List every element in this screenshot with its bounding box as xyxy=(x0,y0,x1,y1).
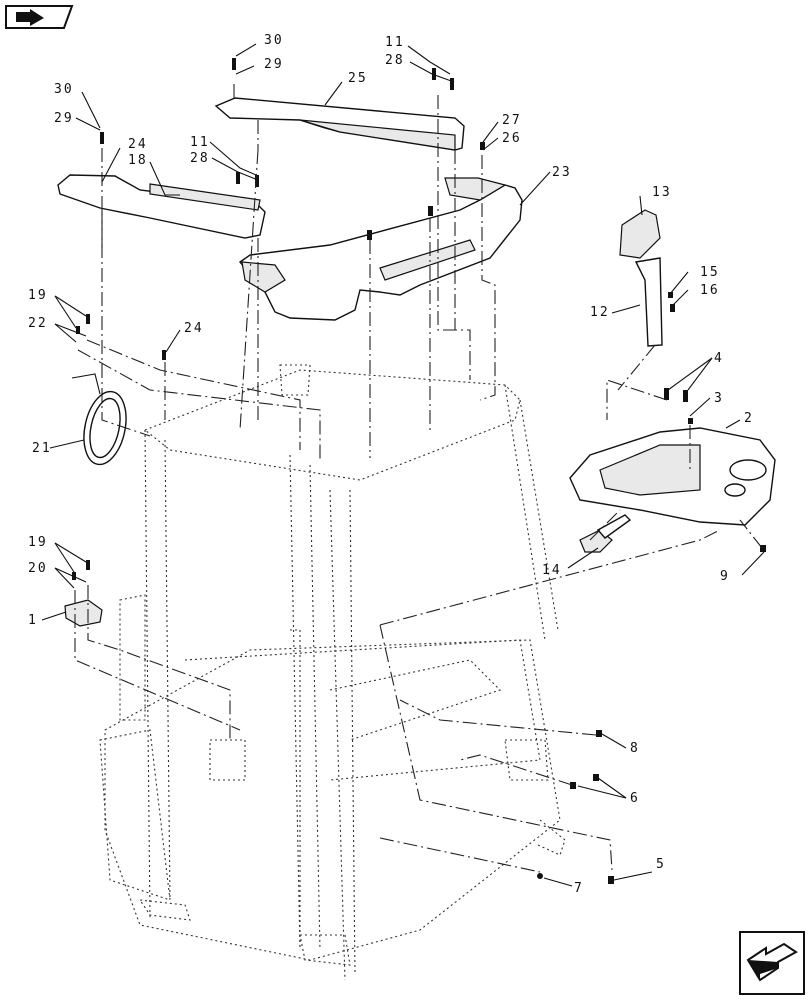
callout-11-mid: 11 xyxy=(190,135,210,150)
part-1-switch xyxy=(64,599,103,627)
callout-19-lower: 19 xyxy=(28,535,48,550)
callout-14: 14 xyxy=(542,563,562,578)
part-23-top-bumper xyxy=(238,177,523,321)
callout-3: 3 xyxy=(714,391,724,406)
callout-24-mid: 24 xyxy=(184,321,204,336)
fasteners xyxy=(72,58,766,884)
callout-24-left: 24 xyxy=(128,137,148,152)
part-21-mirror xyxy=(71,373,127,466)
callout-1: 1 xyxy=(28,613,38,628)
callout-30-top: 30 xyxy=(264,33,284,48)
callout-13: 13 xyxy=(652,185,672,200)
part-25-trim xyxy=(214,97,465,151)
part-2-console-tray xyxy=(569,427,776,526)
callout-8: 8 xyxy=(630,741,640,756)
part-13-armrest-pad xyxy=(619,209,661,259)
callout-16: 16 xyxy=(700,283,720,298)
callout-30-left: 30 xyxy=(54,82,74,97)
next-page-button[interactable] xyxy=(738,930,806,996)
callout-11-top: 11 xyxy=(385,35,405,50)
callout-23: 23 xyxy=(552,165,572,180)
callout-15: 15 xyxy=(700,265,720,280)
leader-lines xyxy=(41,43,765,887)
callout-12: 12 xyxy=(590,305,610,320)
callout-5: 5 xyxy=(656,857,666,872)
callout-6: 6 xyxy=(630,791,640,806)
callout-29-top: 29 xyxy=(264,57,284,72)
next-page-arrow-icon xyxy=(739,931,805,995)
callout-22: 22 xyxy=(28,316,48,331)
callout-18: 18 xyxy=(128,153,148,168)
part-12-armrest-bracket xyxy=(634,257,663,347)
previous-page-arrow-icon xyxy=(5,5,74,29)
callout-28-top: 28 xyxy=(385,53,405,68)
callout-labels: 30 29 30 29 11 28 25 24 18 11 28 27 26 2… xyxy=(28,33,754,896)
cab-frame xyxy=(99,364,566,981)
previous-page-button[interactable] xyxy=(4,4,74,30)
callout-7: 7 xyxy=(574,881,584,896)
callout-25: 25 xyxy=(348,71,368,86)
part-14-handle xyxy=(579,514,632,553)
callout-4: 4 xyxy=(714,351,724,366)
callout-20: 20 xyxy=(28,561,48,576)
callout-9: 9 xyxy=(720,569,730,584)
part-24-left-trim xyxy=(57,174,266,239)
callout-26: 26 xyxy=(502,131,522,146)
callout-2: 2 xyxy=(744,411,754,426)
callout-21: 21 xyxy=(32,441,52,456)
callout-19-upper: 19 xyxy=(28,288,48,303)
assembly-center-lines xyxy=(74,84,763,873)
callout-27: 27 xyxy=(502,113,522,128)
callout-28-mid: 28 xyxy=(190,151,210,166)
callout-29-left: 29 xyxy=(54,111,74,126)
